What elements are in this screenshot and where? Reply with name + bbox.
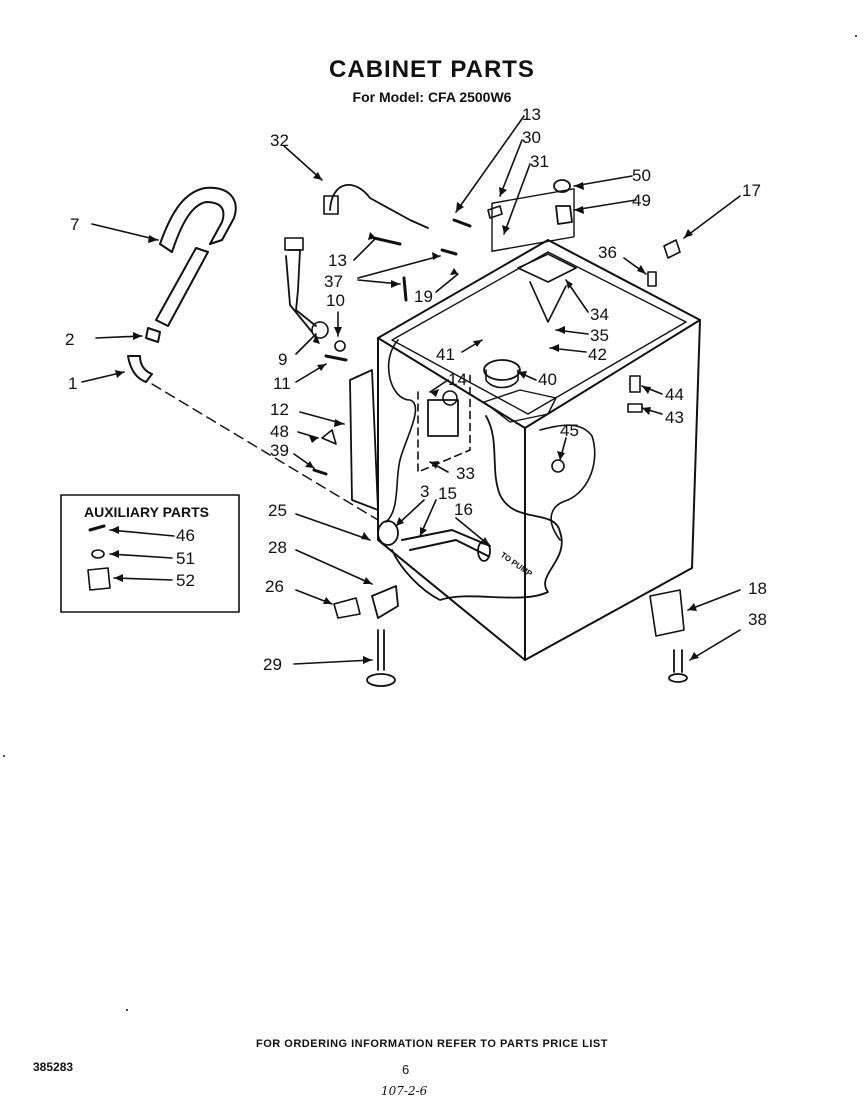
callout-48: 48 (270, 422, 289, 441)
rear-leg (673, 649, 683, 673)
callout-labels: 13 30 31 32 50 17 7 49 36 13 37 19 10 34… (65, 105, 767, 674)
fill-hose (127, 186, 237, 383)
callout-26: 26 (265, 577, 284, 596)
callout-36: 36 (598, 243, 617, 262)
pressure-switch (483, 359, 521, 381)
callout-15: 15 (438, 484, 457, 503)
callout-39: 39 (270, 441, 289, 460)
callout-38: 38 (748, 610, 767, 629)
callout-3: 3 (420, 482, 429, 501)
page-number: 6 (402, 1062, 410, 1077)
callout-9: 9 (278, 350, 287, 369)
to-pump-label: TO PUMP (499, 550, 534, 579)
callout-51: 51 (176, 549, 195, 568)
callout-29: 29 (263, 655, 282, 674)
callout-50: 50 (632, 166, 651, 185)
callout-33: 33 (456, 464, 475, 483)
screws (372, 218, 472, 302)
callout-13b: 13 (328, 251, 347, 270)
callout-25: 25 (268, 501, 287, 520)
valve-bracket-dashed (417, 371, 471, 473)
callout-2: 2 (65, 330, 74, 349)
callout-30: 30 (522, 128, 541, 147)
front-cutout (391, 415, 563, 601)
callout-34: 34 (590, 305, 609, 324)
callout-43: 43 (665, 408, 684, 427)
callout-19: 19 (414, 287, 433, 306)
callout-41: 41 (436, 345, 455, 364)
hose-path-dashed (151, 383, 379, 521)
arrowheads (110, 172, 699, 664)
leg-bracket (371, 585, 399, 619)
handwritten-note: 107-2-6 (381, 1084, 428, 1098)
ordering-note: FOR ORDERING INFORMATION REFER TO PARTS … (256, 1038, 608, 1050)
front-leg (377, 629, 385, 671)
callout-52: 52 (176, 571, 195, 590)
callout-7: 7 (70, 215, 79, 234)
callout-12: 12 (270, 400, 289, 419)
side-bracket (349, 369, 379, 511)
callout-13: 13 (522, 105, 541, 124)
auxiliary-parts-box (60, 494, 240, 613)
callout-37: 37 (324, 272, 343, 291)
top-panel (491, 188, 575, 252)
auxiliary-parts-title: AUXILIARY PARTS (84, 504, 209, 520)
callout-42: 42 (588, 345, 607, 364)
rear-bracket (649, 589, 685, 637)
callout-45: 45 (560, 421, 579, 440)
callout-46: 46 (176, 526, 195, 545)
water-valve (427, 399, 459, 437)
callout-32: 32 (270, 131, 289, 150)
callout-14: 14 (448, 370, 467, 389)
model-line: For Model: CFA 2500W6 (352, 89, 512, 105)
callout-40: 40 (538, 370, 557, 389)
document-number: 385283 (33, 1060, 74, 1074)
page-title: CABINET PARTS (329, 56, 535, 83)
callout-44: 44 (665, 385, 684, 404)
scan-specks (3, 35, 857, 1011)
callout-10: 10 (326, 291, 345, 310)
cabinet (377, 239, 701, 661)
callout-49: 49 (632, 191, 651, 210)
callout-11: 11 (273, 374, 291, 393)
part-32-cord (329, 184, 429, 229)
callout-1: 1 (68, 374, 77, 393)
callout-31: 31 (530, 152, 549, 171)
callout-28: 28 (268, 538, 287, 557)
part-9-hose (285, 249, 317, 333)
wire-harness (385, 339, 417, 523)
drain-hose (401, 529, 491, 557)
callout-16: 16 (454, 500, 473, 519)
callout-17: 17 (742, 181, 761, 200)
callout-18: 18 (748, 579, 767, 598)
callout-35: 35 (590, 326, 609, 345)
top-brace (517, 253, 577, 323)
